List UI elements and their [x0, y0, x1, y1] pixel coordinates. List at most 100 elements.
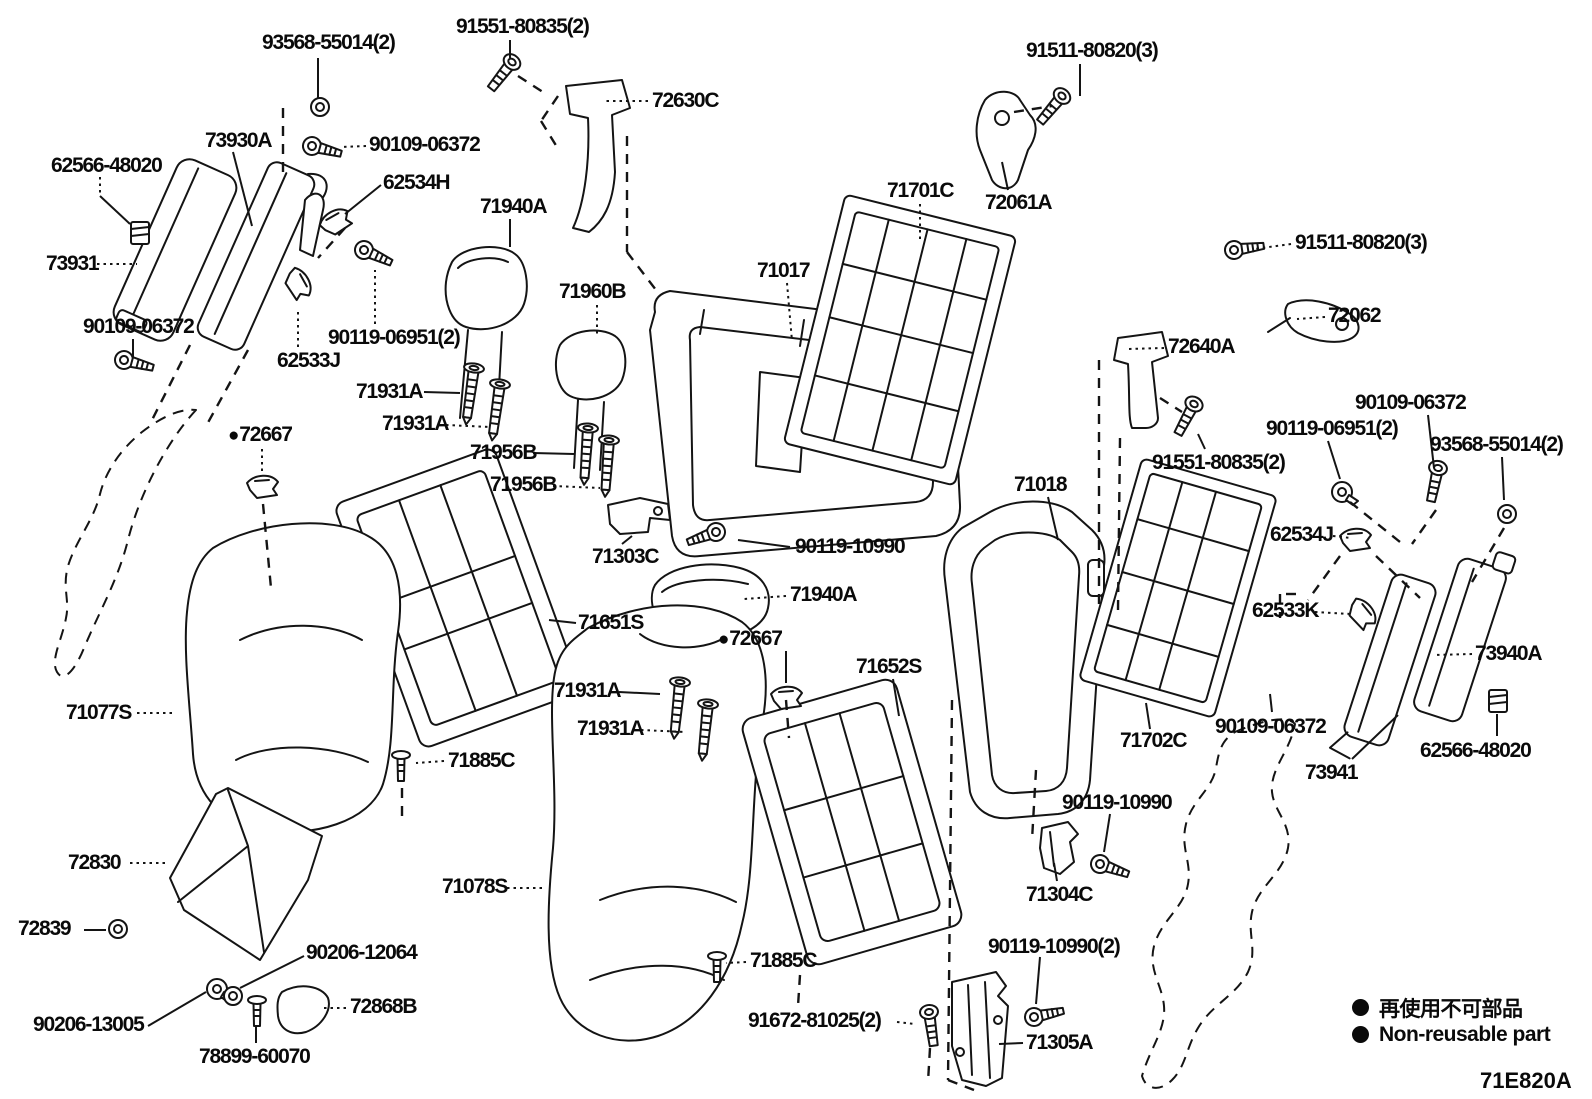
leader-line	[621, 535, 633, 545]
fastener-clip-icon	[246, 474, 279, 499]
leader-line	[1427, 414, 1435, 469]
part-label-90119-10990(2)[interactable]: 90119-10990(2)	[988, 935, 1121, 958]
part-label-62533K[interactable]: 62533K	[1252, 599, 1320, 622]
part-label-73930A[interactable]: 73930A	[205, 129, 273, 152]
fastener-grom-icon	[310, 97, 330, 117]
part-label-90119-10990[interactable]: 90119-10990	[1062, 791, 1173, 814]
part-label-91672-81025(2)[interactable]: 91672-81025(2)	[748, 1009, 882, 1032]
part-label-73941[interactable]: 73941	[1305, 761, 1359, 784]
part-label-71956B[interactable]: 71956B	[470, 441, 538, 464]
part-label-71305A[interactable]: 71305A	[1026, 1031, 1094, 1054]
part-label-71077S[interactable]: 71077S	[66, 701, 132, 724]
legend-text-en: Non-reusable part	[1379, 1022, 1551, 1046]
leader-line	[1314, 611, 1352, 615]
part-label-62533J[interactable]: 62533J	[277, 349, 341, 372]
part-label-72839[interactable]: 72839	[18, 917, 72, 940]
part-label-71956B[interactable]: 71956B	[490, 473, 558, 496]
headrest-71940A-1-drawing	[444, 246, 528, 425]
part-label-71931A[interactable]: 71931A	[554, 679, 622, 702]
part-label-90119-06951(2)[interactable]: 90119-06951(2)	[1266, 417, 1399, 440]
part-label-90109-06372[interactable]: 90109-06372	[1355, 391, 1467, 414]
part-label-72830[interactable]: 72830	[68, 851, 122, 874]
part-label-71940A[interactable]: 71940A	[790, 583, 858, 606]
fastener-blk-icon	[130, 221, 150, 245]
part-label-90119-10990[interactable]: 90119-10990	[795, 535, 906, 558]
part-label-93568-55014(2)[interactable]: 93568-55014(2)	[1430, 433, 1564, 456]
leader-line	[445, 424, 491, 428]
part-label-90206-13005[interactable]: 90206-13005	[33, 1013, 145, 1036]
strip-73941-drawing	[1328, 573, 1437, 760]
part-label-91511-80820(3)[interactable]: 91511-80820(3)	[1295, 231, 1428, 254]
part-label-90206-12064[interactable]: 90206-12064	[306, 941, 418, 964]
part-label-91551-80835(2)[interactable]: 91551-80835(2)	[1152, 451, 1286, 474]
leader-line-layer	[84, 40, 1506, 1092]
part-label-72667[interactable]: ●72667	[718, 627, 783, 650]
part-label-71018[interactable]: 71018	[1014, 473, 1068, 496]
part-label-71017[interactable]: 71017	[757, 259, 811, 282]
leader-line	[640, 729, 687, 733]
leader-line	[99, 195, 131, 225]
latch-71303C-drawing	[607, 497, 671, 535]
cushion-71077S-drawing	[184, 522, 402, 833]
construction-line	[1159, 396, 1183, 414]
fastener-sscrew-icon	[391, 750, 411, 782]
part-label-73931[interactable]: 73931	[46, 252, 100, 275]
leader-line	[1197, 433, 1206, 450]
lever-72062-hole	[1335, 317, 1349, 331]
part-label-90119-06951(2)[interactable]: 90119-06951(2)	[328, 326, 461, 349]
non-reusable-dot-icon: ●	[228, 425, 240, 446]
part-label-71701C[interactable]: 71701C	[887, 179, 955, 202]
leader-line	[415, 760, 445, 764]
fastener-boltv-icon	[918, 1002, 944, 1048]
part-label-72868B[interactable]: 72868B	[350, 995, 418, 1018]
support-72630C-drawing	[565, 79, 631, 233]
part-label-90109-06372[interactable]: 90109-06372	[1215, 715, 1327, 738]
part-label-71931A[interactable]: 71931A	[577, 717, 645, 740]
part-label-93568-55014(2)[interactable]: 93568-55014(2)	[262, 31, 396, 54]
part-label-71652S[interactable]: 71652S	[856, 655, 922, 678]
leader-line	[998, 1042, 1024, 1045]
leader-line	[423, 391, 461, 394]
strip-73940A-drawing	[1413, 551, 1517, 723]
leader-line	[1047, 496, 1059, 541]
part-label-62534J[interactable]: 62534J	[1270, 523, 1334, 546]
part-label-71885C[interactable]: 71885C	[750, 949, 818, 972]
construction-line	[1307, 555, 1341, 601]
lever-72062-arm	[1267, 317, 1291, 333]
part-label-71885C[interactable]: 71885C	[448, 749, 516, 772]
part-label-72062[interactable]: 72062	[1328, 304, 1382, 327]
part-label-72061A[interactable]: 72061A	[985, 191, 1053, 214]
part-label-71651S[interactable]: 71651S	[578, 611, 644, 634]
fastener-clip-icon	[1339, 527, 1372, 552]
part-label-72640A[interactable]: 72640A	[1168, 335, 1236, 358]
part-label-72630C[interactable]: 72630C	[652, 89, 720, 112]
leader-line	[737, 539, 791, 548]
part-label-62566-48020[interactable]: 62566-48020	[1420, 739, 1532, 762]
part-label-91511-80820(3)[interactable]: 91511-80820(3)	[1026, 39, 1159, 62]
part-label-90109-06372[interactable]: 90109-06372	[83, 315, 195, 338]
part-label-62566-48020[interactable]: 62566-48020	[51, 154, 163, 177]
part-label-73940A[interactable]: 73940A	[1475, 642, 1543, 665]
part-label-71303C[interactable]: 71303C	[592, 545, 660, 568]
fastener-boltv-icon	[482, 49, 525, 96]
fastener-blk-icon	[1488, 689, 1508, 713]
part-label-71304C[interactable]: 71304C	[1026, 883, 1094, 906]
part-label-71940A[interactable]: 71940A	[480, 195, 548, 218]
leader-line	[239, 955, 305, 989]
part-label-71702C[interactable]: 71702C	[1120, 729, 1188, 752]
part-label-71931A[interactable]: 71931A	[382, 412, 450, 435]
part-label-91551-80835(2)[interactable]: 91551-80835(2)	[456, 15, 590, 38]
construction-line	[796, 974, 802, 1007]
part-label-71078S[interactable]: 71078S	[442, 875, 508, 898]
part-label-72667[interactable]: ●72667	[228, 423, 293, 446]
part-label-71960B[interactable]: 71960B	[559, 280, 627, 303]
construction-line	[203, 349, 250, 429]
bracket-72061A-drawing	[975, 90, 1037, 190]
leader-line	[1001, 161, 1009, 191]
part-label-90109-06372[interactable]: 90109-06372	[369, 133, 481, 156]
leader-line	[1269, 693, 1273, 713]
part-label-78899-60070[interactable]: 78899-60070	[199, 1045, 311, 1068]
part-label-71931A[interactable]: 71931A	[356, 380, 424, 403]
part-label-62534H[interactable]: 62534H	[383, 171, 451, 194]
leader-line	[743, 595, 787, 600]
